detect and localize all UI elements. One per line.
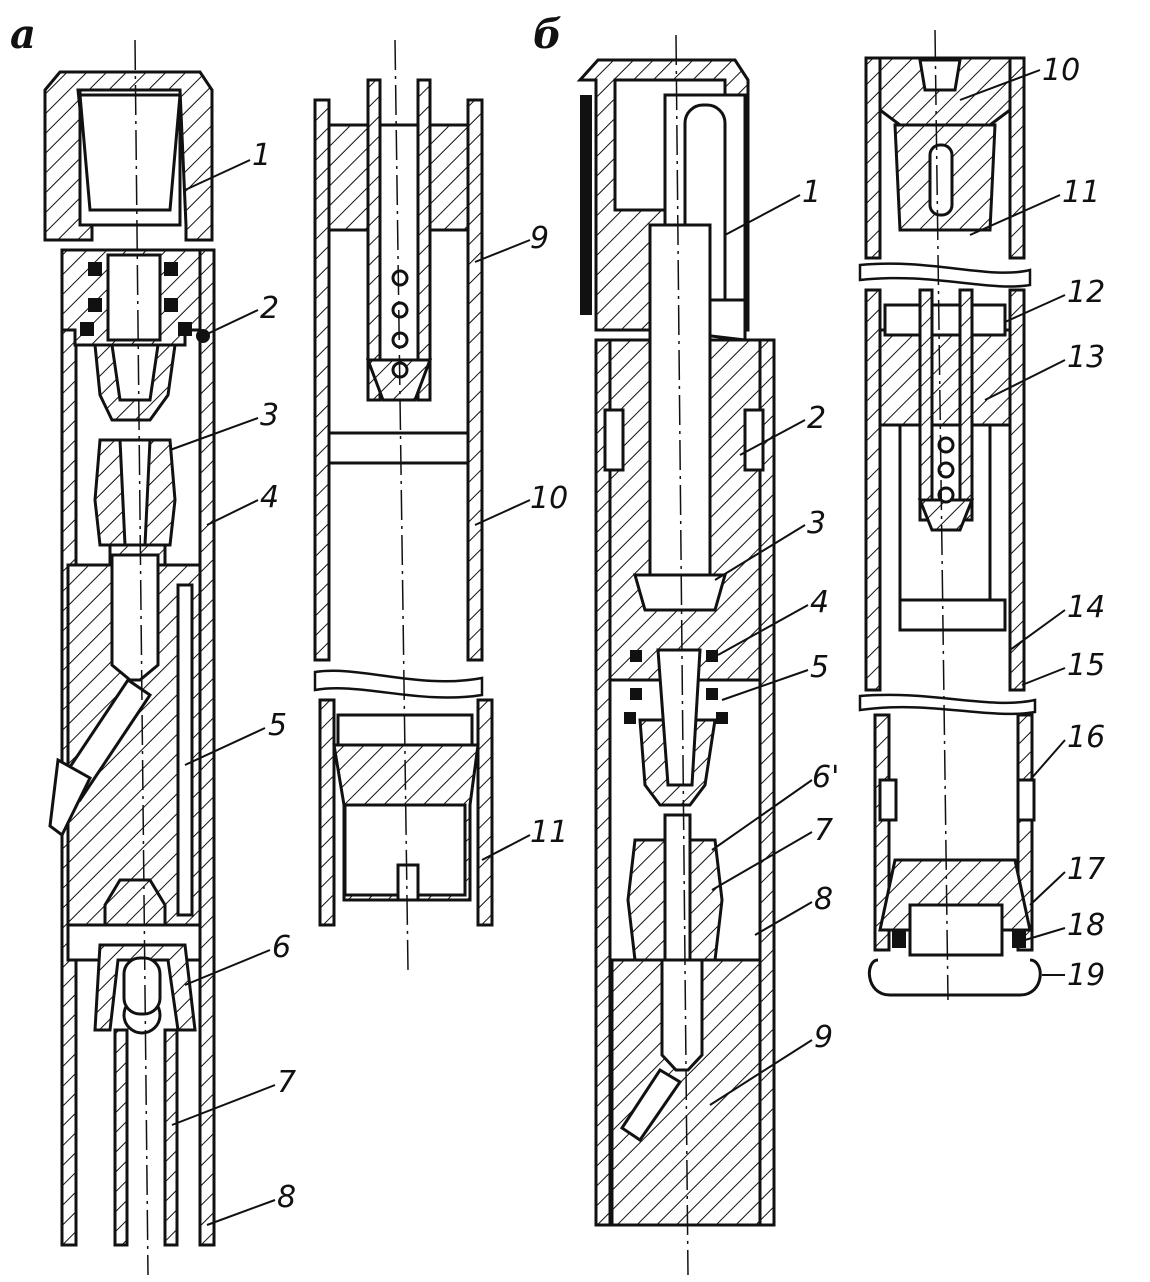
callouts-b-left: 1 2 3 4 5 6' 7 8 9 (709, 175, 839, 1106)
callouts-a-right: 9 10 11 (474, 221, 568, 861)
callout-10: 10 (530, 481, 568, 516)
callout-b-9: 9 (814, 1020, 833, 1055)
callout-b-17: 17 (1067, 852, 1105, 887)
callout-b-15: 15 (1067, 648, 1105, 683)
callout-6: 6 (272, 930, 291, 965)
callout-2: 2 (260, 291, 279, 326)
callout-b-10: 10 (1042, 53, 1080, 88)
callout-5: 5 (268, 708, 287, 743)
callouts-b-right: 10 11 12 13 14 15 16 17 18 19 (959, 53, 1105, 993)
callout-b-6: 6' (812, 760, 839, 795)
callout-b-4: 4 (810, 585, 829, 620)
callout-3: 3 (260, 398, 279, 433)
callout-b-19: 19 (1067, 958, 1105, 993)
callout-4: 4 (260, 480, 279, 515)
callout-b-2: 2 (807, 401, 826, 436)
assembly-a-main (43, 39, 216, 1276)
callout-11: 11 (530, 815, 568, 850)
callout-b-1: 1 (802, 175, 821, 210)
callout-9: 9 (530, 221, 549, 256)
callout-b-5: 5 (810, 650, 829, 685)
assembly-b-detail (858, 29, 1042, 1001)
callout-b-13: 13 (1067, 340, 1105, 375)
callout-b-14: 14 (1067, 590, 1105, 625)
callout-8: 8 (277, 1180, 296, 1215)
callout-b-12: 12 (1067, 275, 1105, 310)
callout-b-16: 16 (1067, 720, 1105, 755)
panel-label-b: б (533, 11, 562, 58)
assembly-a-detail (313, 39, 494, 971)
callout-b-3: 3 (807, 506, 826, 541)
assembly-b-main (576, 34, 776, 1276)
callout-7: 7 (277, 1065, 296, 1100)
callout-b-11: 11 (1062, 175, 1100, 210)
callout-b-8: 8 (814, 882, 833, 917)
callouts-a-left: 1 2 3 4 5 6 7 8 (169, 138, 296, 1226)
panel-label-a: а (10, 11, 36, 58)
callout-b-18: 18 (1067, 908, 1105, 943)
callout-1: 1 (252, 138, 271, 173)
callout-b-7: 7 (814, 813, 833, 848)
